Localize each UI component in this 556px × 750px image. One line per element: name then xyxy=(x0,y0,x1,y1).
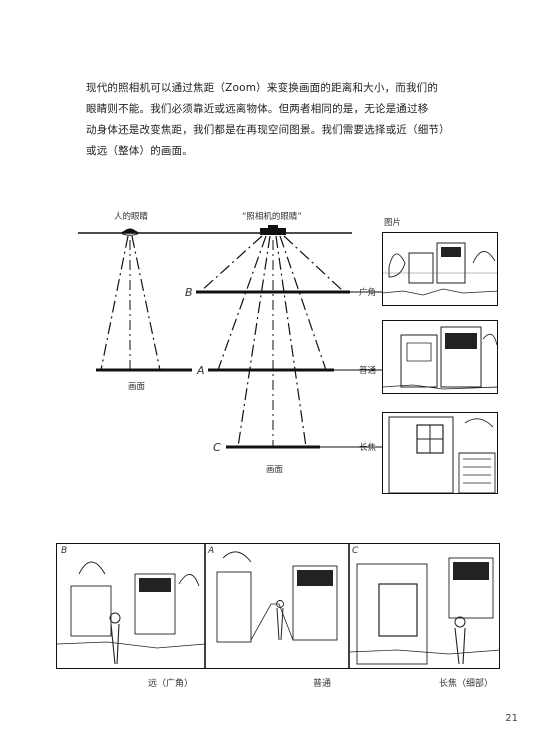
paragraph-line: 动身体还是改变焦距，我们都是在再现空间图景。我们需要选择或近（细节） xyxy=(86,124,450,136)
eye-label: 人的眼睛 xyxy=(114,212,149,222)
caption-normal: 普通 xyxy=(313,679,332,689)
letter-c: C xyxy=(213,441,221,454)
panorama-letter-c: C xyxy=(352,546,359,556)
picture-frame-wide xyxy=(382,232,498,306)
panorama-letter-b: B xyxy=(61,546,68,556)
caption-wide: 远（广角） xyxy=(148,679,194,689)
side-label-normal: 普通 xyxy=(359,366,377,376)
eye-icon xyxy=(121,228,139,236)
picture-frame-normal xyxy=(382,320,498,394)
caption-tele: 长焦（细部） xyxy=(439,679,494,689)
paragraph-line: 现代的照相机可以通过焦距（Zoom）来变换画面的距离和大小，而我们的 xyxy=(86,82,439,94)
paragraph-line: 或远（整体）的画面。 xyxy=(86,145,193,157)
sketch-normal xyxy=(383,326,497,390)
page-number: 21 xyxy=(505,713,518,724)
picture-label: 图片 xyxy=(384,218,402,228)
sketch-tele xyxy=(388,416,496,493)
panorama-letter-a: A xyxy=(208,546,215,556)
screen-label-left: 画面 xyxy=(128,382,146,392)
picture-frame-tele xyxy=(382,412,498,494)
panorama-sketch xyxy=(57,544,499,668)
letter-b: B xyxy=(185,286,193,299)
side-label-tele: 长焦 xyxy=(359,443,377,453)
intro-paragraph: 现代的照相机可以通过焦距（Zoom）来变换画面的距离和大小，而我们的 眼睛则不能… xyxy=(86,78,474,162)
letter-a: A xyxy=(197,364,205,377)
camera-label: “照相机的眼睛” xyxy=(242,212,302,222)
paragraph-line: 眼睛则不能。我们必须靠近或远离物体。但两者相同的是，无论是通过移 xyxy=(86,103,429,115)
side-label-wide: 广角 xyxy=(359,288,377,298)
camera-icon xyxy=(260,225,286,235)
panorama-strip xyxy=(56,543,500,669)
sketch-wide xyxy=(383,242,497,296)
screen-label-right: 画面 xyxy=(266,465,284,475)
